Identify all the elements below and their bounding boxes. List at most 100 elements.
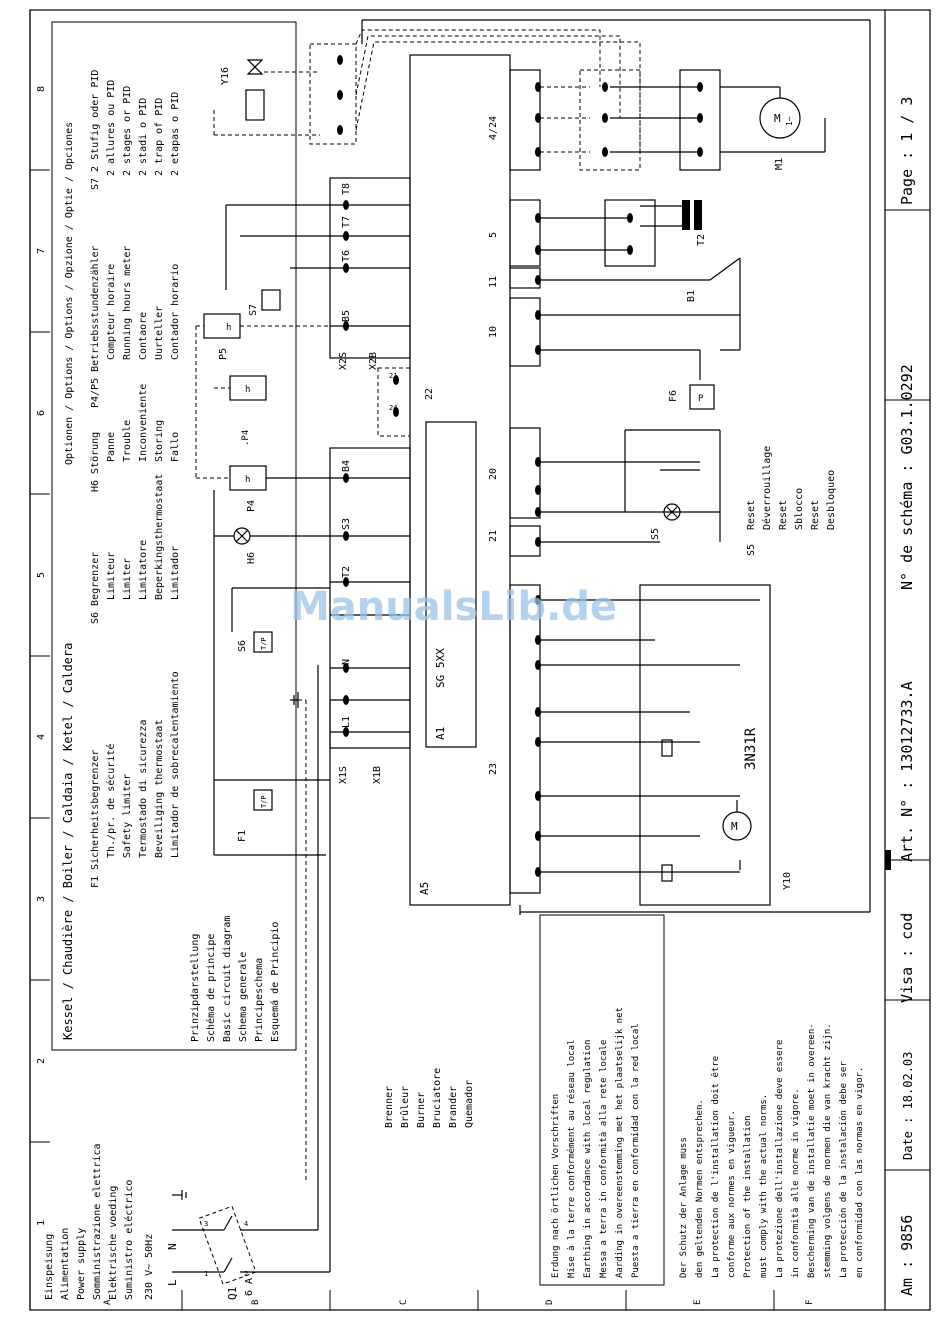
svg-text:T2: T2 [341, 566, 352, 578]
col-number-2: 2 [36, 1058, 47, 1064]
svg-text:Th./pr. de sécurité: Th./pr. de sécurité [105, 744, 117, 858]
svg-text:Schéma de principe: Schéma de principe [205, 934, 217, 1042]
svg-text:Inconveniente: Inconveniente [138, 384, 149, 462]
svg-text:Limitador de sobrecalentamient: Limitador de sobrecalentamiento [170, 671, 181, 858]
title-date: Date : 18.02.03 [901, 1052, 915, 1160]
svg-text:Puesta a tierra en conformidad: Puesta a tierra en conformidad con la re… [631, 1023, 641, 1278]
svg-text:S7 2 Stufig oder PID: S7 2 Stufig oder PID [90, 70, 101, 190]
p4-counter [196, 375, 330, 491]
a5-bus-lines [361, 19, 871, 915]
col-number-8: 8 [36, 86, 47, 92]
svg-text:H6 Störung: H6 Störung [90, 432, 101, 492]
x2b-pins [393, 375, 399, 417]
watermark: ManualsLib.de [290, 584, 617, 630]
s5-wiring [540, 429, 721, 543]
svg-text:Bescherming van de installatie: Bescherming van de installatie moet in o… [807, 1023, 817, 1278]
svg-text:Beperkingsthermostaat: Beperkingsthermostaat [154, 474, 165, 600]
svg-text:Messa a terra in conformità al: Messa a terra in conformità alla rete lo… [599, 1040, 609, 1278]
row-letter-f: F [805, 1300, 815, 1305]
f1-label: F1 [237, 830, 248, 842]
svg-text:Sblocco: Sblocco [794, 488, 805, 530]
svg-text:stemming volgens de normen die: stemming volgens de normen die van krach… [823, 1023, 833, 1278]
p5-hours-symbol: h [226, 323, 231, 333]
t2-label: T2 [696, 234, 707, 246]
burner-3n31r-box [639, 584, 771, 906]
a1-module [425, 421, 477, 748]
row-letter-c: C [399, 1300, 409, 1305]
svg-text:P4/P5 Betriebsstundenzähler: P4/P5 Betriebsstundenzähler [90, 245, 101, 408]
svg-text:Principeschema: Principeschema [254, 958, 265, 1042]
svg-text:Prinzipdarstellung: Prinzipdarstellung [190, 934, 201, 1042]
svg-text:B4: B4 [341, 460, 352, 472]
svg-text:La protección de la instalació: La protección de la instalación debe ser [838, 1061, 849, 1278]
svg-text:5: 5 [488, 232, 499, 238]
principle-list: Prinzipdarstellung Schéma de principe Ba… [190, 916, 281, 1042]
x2s-terminals: B5 T6 T7 T8 [341, 183, 352, 322]
row-dividers [181, 1290, 775, 1310]
svg-text:N: N [341, 659, 352, 665]
svg-text:Protection of the installation: Protection of the installation [743, 1115, 753, 1278]
svg-text:2 stadi o PID: 2 stadi o PID [138, 98, 149, 176]
q1-pin-2: 2 [244, 1270, 248, 1278]
svg-text:en conformidad con las normas: en conformidad con las normas en vigor. [855, 1067, 865, 1278]
h6-lamp [214, 527, 330, 545]
svg-text:Earthing in accordance with lo: Earthing in accordance with local regula… [583, 1040, 593, 1278]
protection-notes: Der Schutz der Anlage muss den geltenden… [679, 1023, 865, 1278]
f6-pressure-symbol: P [698, 394, 704, 404]
title-visa: Visa : cod [898, 913, 916, 1003]
svg-text:in conformità alle norme in vi: in conformità alle norme in vigore. [791, 1088, 801, 1278]
svg-text:T6: T6 [341, 250, 352, 262]
svg-text:Schema generale: Schema generale [238, 952, 249, 1042]
b1-label: B1 [686, 290, 697, 302]
svg-text:Brûleur: Brûleur [399, 1086, 411, 1128]
svg-text:F1 Sicherheitsbegrenzer: F1 Sicherheitsbegrenzer [90, 750, 101, 888]
connector-5 [509, 199, 541, 267]
p4-hours-symbol: h [245, 475, 250, 485]
s6-label: S6 [237, 640, 248, 652]
svg-text:Suministro eléctrico: Suministro eléctrico [123, 1180, 135, 1300]
p4p5-legend: P4/P5 Betriebsstundenzähler Compteur hor… [90, 245, 181, 408]
y16-valve [213, 43, 357, 145]
row-letter-b: B [251, 1300, 261, 1305]
m1-label: M1 [774, 158, 785, 170]
burner-motor-symbol: M [731, 820, 738, 833]
svg-text:L1: L1 [341, 716, 352, 728]
svg-text:Bruciatore: Bruciatore [432, 1068, 443, 1128]
svg-text:Basic circuit diagram: Basic circuit diagram [222, 916, 233, 1042]
title-am: Am : 9856 [898, 1215, 916, 1296]
s5-label: S5 [650, 528, 661, 540]
m1-wiring [540, 69, 826, 171]
s7-legend: S7 2 Stufig oder PID 2 allures ou PID 2 … [90, 70, 181, 190]
earthing-notes: Erdung nach örtlichen Vorschriften Mise … [551, 1007, 641, 1278]
s7-label: S7 [248, 304, 259, 316]
svg-text:Contador horario: Contador horario [170, 264, 181, 360]
svg-text:2 etapas o PID: 2 etapas o PID [170, 92, 181, 176]
connector-20 [509, 427, 541, 519]
svg-text:S5: S5 [746, 544, 757, 556]
col-number-7: 7 [36, 248, 47, 254]
title-page: Page : 1 / 3 [898, 97, 916, 205]
a1-label: A1 [434, 727, 447, 740]
legend-title: Kessel / Chaudière / Boiler / Caldaia / … [61, 643, 75, 1040]
col-number-6: 6 [36, 410, 47, 416]
x1s-label: X1S [338, 766, 349, 784]
svg-text:B5: B5 [341, 310, 352, 322]
svg-text:Déverrouillage: Déverrouillage [761, 446, 773, 530]
svg-text:Beveiliging thermostaat: Beveiliging thermostaat [154, 720, 165, 858]
row-letter-a: A [103, 1299, 113, 1305]
s6-legend: S6 Begrenzer Limiteur Limiter Limitatore… [90, 474, 181, 624]
svg-text:Quemador: Quemador [464, 1080, 475, 1128]
svg-text:23: 23 [488, 763, 499, 775]
svg-text:T7: T7 [341, 216, 352, 228]
supply-label-n: N [166, 1243, 179, 1250]
svg-text:La protection de l'installatio: La protection de l'installation doit êtr… [710, 1056, 721, 1278]
f1-thermostat [213, 490, 330, 856]
svg-text:Erdung nach örtlichen Vorschri: Erdung nach örtlichen Vorschriften [551, 1094, 561, 1278]
sg5xx-label: SG 5XX [434, 648, 447, 688]
svg-text:Esquemá de Principio: Esquemá de Principio [269, 922, 281, 1042]
svg-text:Compteur horaire: Compteur horaire [106, 264, 117, 360]
top-dashed-cables [355, 29, 641, 152]
q1-pin-3: 3 [204, 1220, 208, 1228]
s7-switch [225, 204, 330, 311]
options-title: Optionen / Options / Options / Opzione /… [64, 122, 75, 465]
